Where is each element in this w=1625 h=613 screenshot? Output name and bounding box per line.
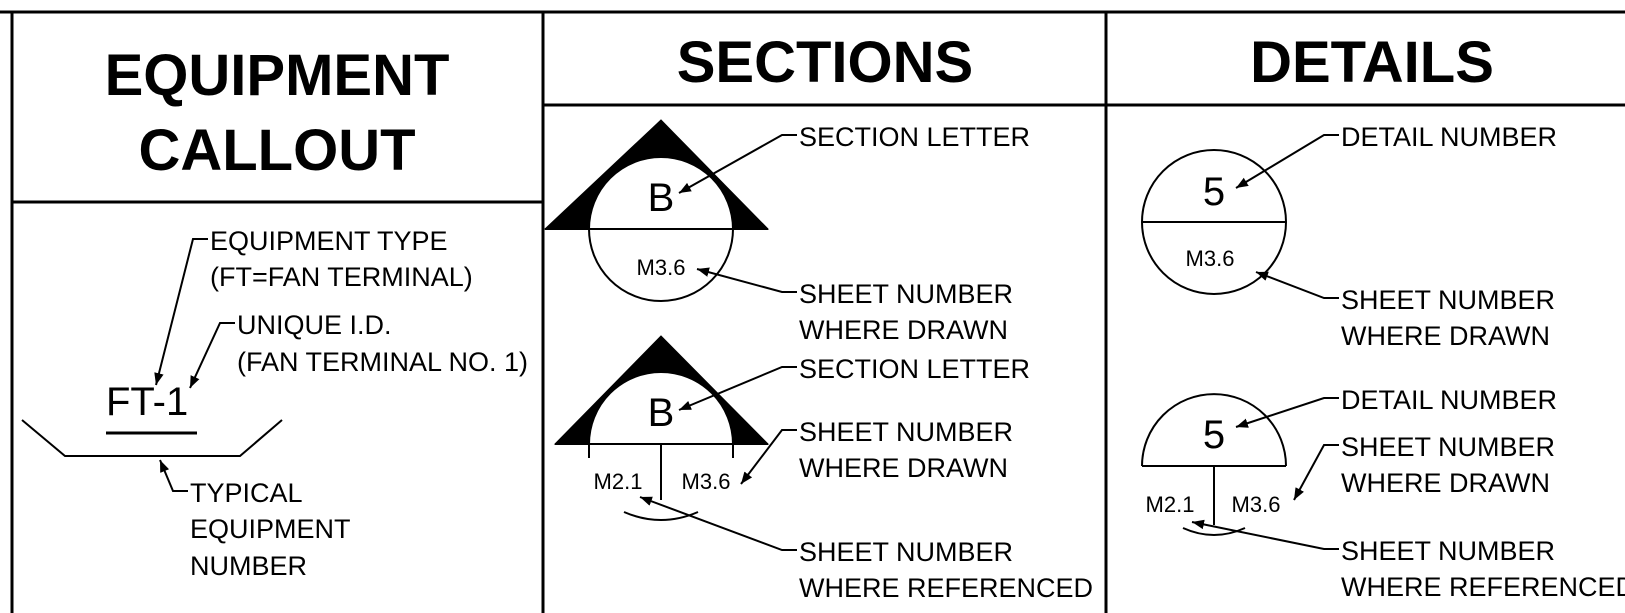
label-detail-where-drawn: WHERE DRAWN — [1341, 321, 1550, 351]
equipment-symbol-line — [21, 419, 283, 457]
label-equipment-type-line1: EQUIPMENT TYPE — [210, 226, 448, 256]
label-typical-line3: NUMBER — [190, 551, 307, 581]
leader-detail-sheet-referenced — [1191, 519, 1339, 550]
section-sheet-drawn: M3.6 — [637, 255, 686, 280]
equipment-callout: FT-1 EQUIPMENT TYPE (FT=FAN TERMINAL) UN… — [21, 226, 528, 581]
sections-header: SECTIONS — [677, 30, 974, 95]
equipment-tag: FT-1 — [106, 380, 188, 424]
section-symbol-split: B M2.1 M3.6 SECTION LETTER SHEET NUMBER … — [553, 335, 1093, 603]
leader-detail-number — [1235, 134, 1339, 189]
leader-unique-id — [189, 322, 235, 389]
section-letter: B — [648, 176, 675, 220]
label-equipment-type-line2: (FT=FAN TERMINAL) — [210, 262, 473, 292]
label-where-drawn: WHERE DRAWN — [799, 315, 1008, 345]
detail-sheet-drawn: M3.6 — [1186, 246, 1235, 271]
label-section-letter: SECTION LETTER — [799, 122, 1030, 152]
detail-symbol-full: 5 M3.6 DETAIL NUMBER SHEET NUMBER WHERE … — [1141, 122, 1557, 351]
table-grid — [0, 10, 1625, 613]
leader-typical-number — [159, 459, 188, 492]
leader-section-letter — [678, 134, 797, 194]
label-sheet-number-3: SHEET NUMBER — [799, 537, 1013, 567]
section-sheet-referenced: M2.1 — [594, 469, 643, 494]
leader-detail-sheet-drawn-2 — [1293, 444, 1339, 501]
label-section-letter-2: SECTION LETTER — [799, 354, 1030, 384]
label-detail-sheet-number: SHEET NUMBER — [1341, 285, 1555, 315]
label-typical-line1: TYPICAL — [190, 478, 303, 508]
label-detail-where-referenced: WHERE REFERENCED — [1341, 572, 1625, 602]
detail-sheet-drawn-2: M3.6 — [1232, 492, 1281, 517]
leader-detail-number-2 — [1235, 397, 1339, 428]
leader-section-letter-2 — [678, 366, 797, 411]
leader-section-sheet-drawn — [696, 267, 797, 293]
equipment-header-line1: EQUIPMENT — [105, 43, 450, 108]
label-detail-where-drawn-2: WHERE DRAWN — [1341, 468, 1550, 498]
detail-symbol-split: 5 M2.1 M3.6 DETAIL NUMBER SHEET NUMBER W… — [1141, 385, 1625, 602]
details-header: DETAILS — [1250, 30, 1494, 95]
label-sheet-number: SHEET NUMBER — [799, 279, 1013, 309]
label-detail-number: DETAIL NUMBER — [1341, 122, 1557, 152]
equipment-header-line2: CALLOUT — [138, 118, 415, 183]
section-sheet-drawn-2: M3.6 — [682, 469, 731, 494]
detail-number: 5 — [1203, 170, 1225, 214]
label-typical-line2: EQUIPMENT — [190, 514, 351, 544]
label-detail-number-2: DETAIL NUMBER — [1341, 385, 1557, 415]
leader-section-sheet-drawn-2 — [740, 429, 797, 485]
detail-number-2: 5 — [1203, 413, 1225, 457]
leader-detail-sheet-drawn — [1255, 271, 1339, 299]
label-where-referenced: WHERE REFERENCED — [799, 573, 1093, 603]
label-where-drawn-2: WHERE DRAWN — [799, 453, 1008, 483]
leader-section-sheet-referenced — [639, 496, 797, 551]
label-unique-id-line2: (FAN TERMINAL NO. 1) — [237, 347, 528, 377]
label-detail-sheet-number-2: SHEET NUMBER — [1341, 432, 1555, 462]
label-sheet-number-2: SHEET NUMBER — [799, 417, 1013, 447]
leader-equipment-type — [154, 238, 208, 386]
detail-sheet-referenced: M2.1 — [1146, 492, 1195, 517]
section-letter-2: B — [648, 391, 675, 435]
label-detail-sheet-number-3: SHEET NUMBER — [1341, 536, 1555, 566]
section-symbol-full: B M3.6 SECTION LETTER SHEET NUMBER WHERE… — [543, 119, 1030, 345]
label-unique-id-line1: UNIQUE I.D. — [237, 310, 392, 340]
